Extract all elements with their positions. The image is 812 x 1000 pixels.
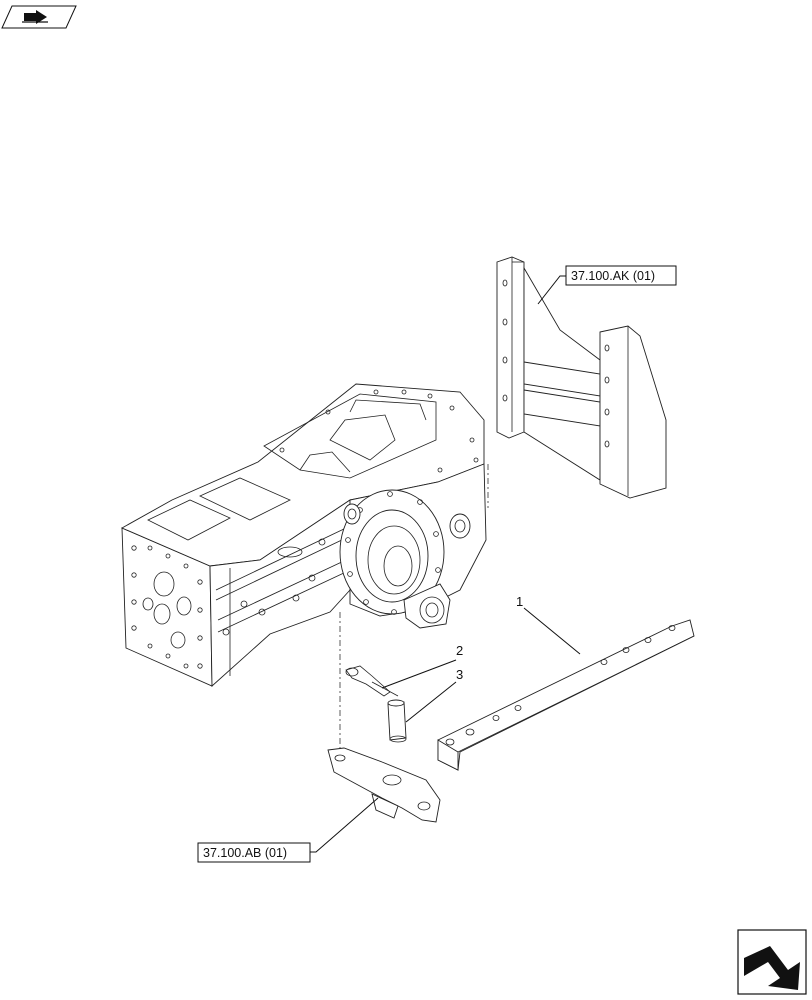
reference-label-bottom[interactable]: 37.100.AB (01) — [197, 797, 379, 863]
drawbar-support-bracket — [496, 256, 667, 499]
reference-label-top[interactable]: 37.100.AK (01) — [537, 265, 677, 305]
callout-3[interactable]: 3 — [456, 667, 463, 682]
callout-leader-1 — [523, 607, 581, 655]
transmission-housing — [120, 383, 487, 687]
drawbar-pin — [387, 699, 407, 743]
callout-1[interactable]: 1 — [516, 594, 523, 609]
reference-text-bottom: 37.100.AB (01) — [203, 846, 287, 860]
book-arrow-icon[interactable] — [1, 5, 77, 29]
callout-leader-3 — [405, 681, 457, 723]
drawbar — [437, 619, 695, 771]
callout-2[interactable]: 2 — [456, 643, 463, 658]
next-page-arrow-icon[interactable] — [737, 929, 807, 995]
callout-leader-2 — [381, 659, 457, 689]
reference-text-top: 37.100.AK (01) — [571, 269, 655, 283]
drawbar-mounting-plate — [327, 747, 441, 823]
retaining-clip — [345, 665, 399, 697]
